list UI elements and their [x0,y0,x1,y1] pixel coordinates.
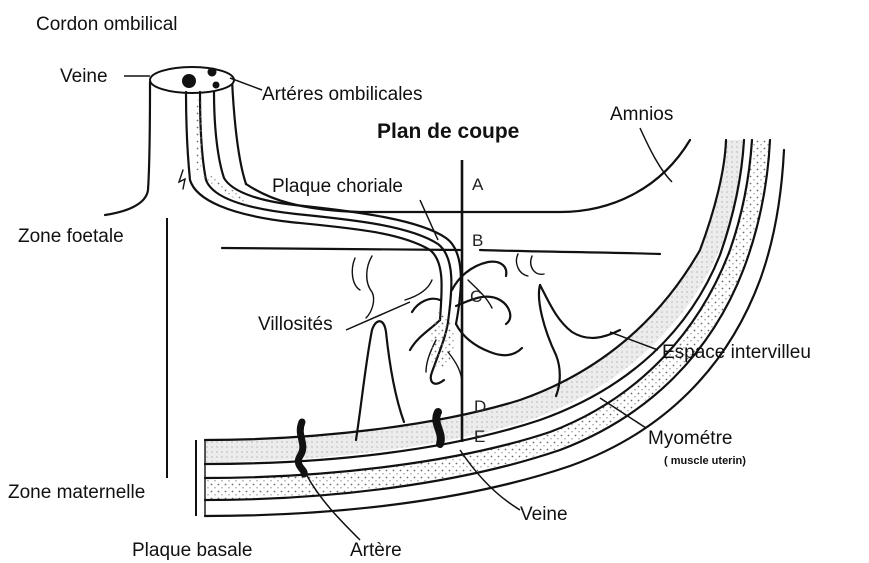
label-veine-top: Veine [60,66,108,87]
label-muscle-uterin: ( muscle uterin) [664,455,746,467]
section-letter-a: A [472,175,484,194]
label-plaque-choriale: Plaque choriale [272,176,403,197]
section-letter-c: C [470,287,482,306]
label-arteres-ombilicales: Artéres ombilicales [262,84,423,105]
villous-tree [410,262,522,384]
chorionic-plate [222,140,690,254]
label-amnios: Amnios [610,104,673,125]
label-villosites: Villosités [258,314,333,335]
section-letter-b: B [472,231,483,250]
label-veine-bottom: Veine [520,504,568,525]
section-letter-d: D [474,397,486,416]
label-myometre: Myométre [648,428,732,449]
label-plan-de-coupe: Plan de coupe [377,120,519,143]
label-zone-foetale: Zone foetale [18,226,124,247]
label-cordon-ombilical: Cordon ombilical [36,14,178,35]
label-plaque-basale: Plaque basale [132,540,252,561]
section-letters: A B C D E [470,175,486,446]
label-espace-intervilleux: Espace intervilleu [662,342,811,363]
section-letter-e: E [474,427,485,446]
label-artere: Artère [350,540,402,561]
label-zone-maternelle: Zone maternelle [8,482,145,503]
